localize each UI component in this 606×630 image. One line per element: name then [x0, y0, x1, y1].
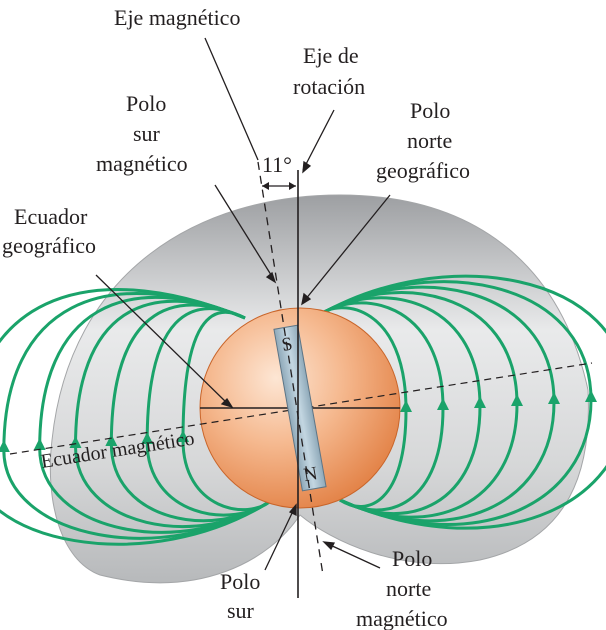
geographic-north-pole-label-line1: Polo	[410, 98, 450, 123]
magnetic-south-pole-label-line3: magnético	[96, 151, 188, 176]
field-line-arrow	[400, 400, 412, 412]
geographic-equator-label-line2: geográfico	[2, 233, 96, 258]
field-line-arrow	[474, 396, 486, 408]
geographic-south-pole-label-line2: sur	[227, 598, 255, 623]
rotation-axis-label-line1: Eje de	[303, 43, 359, 68]
magnetic-south-pole-label-line2: sur	[133, 121, 161, 146]
magnetic-field-lines	[0, 274, 606, 546]
magnetic-north-pole-label-line2: norte	[386, 576, 431, 601]
field-line-arrow	[33, 438, 46, 450]
field-line-arrow	[548, 392, 560, 404]
geographic-north-pole-label-line2: norte	[407, 128, 452, 153]
geographic-equator-label-line1: Ecuador	[14, 204, 88, 229]
field-line	[0, 288, 273, 546]
field-line-arrow	[141, 432, 154, 444]
field-line-arrow	[69, 436, 82, 448]
field-line-arrow	[437, 398, 449, 410]
field-line	[317, 274, 606, 530]
rotation-axis-label-line2: rotación	[293, 74, 365, 99]
field-line-arrow	[105, 434, 118, 446]
magnetic-north-pole-label-line1: Polo	[392, 546, 432, 571]
field-line-arrow	[585, 390, 597, 402]
field-line-arrow	[0, 440, 10, 452]
magnetic-axis-label: Eje magnético	[114, 5, 240, 30]
field-line-arrow	[511, 394, 523, 406]
field-line-arrow	[177, 430, 189, 442]
geographic-south-pole-label-line1: Polo	[220, 569, 260, 594]
geographic-north-pole-label-line3: geográfico	[376, 158, 470, 183]
tilt-angle-label: 11°	[262, 152, 292, 177]
magnetic-north-pole-label-line3: magnético	[356, 606, 448, 630]
magnetic-south-pole-label-line1: Polo	[126, 91, 166, 116]
